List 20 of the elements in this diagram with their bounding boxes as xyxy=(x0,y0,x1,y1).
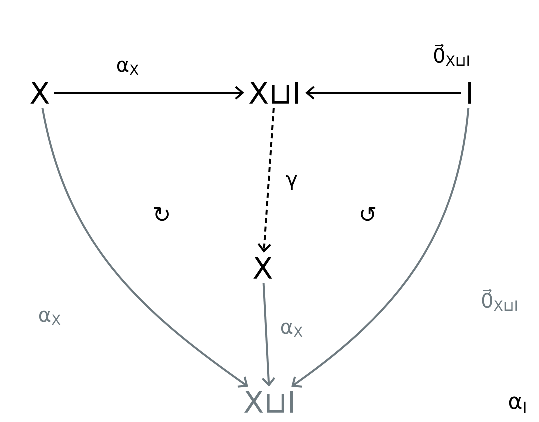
arrow xyxy=(42,108,248,388)
edge-label: 0⃗$_{X⊔I}$ xyxy=(432,43,472,67)
stray-label: α$_{I}$ xyxy=(509,396,526,414)
object-label: X⊔I xyxy=(244,391,294,413)
object-label: X xyxy=(254,257,272,279)
object-label: X⊔I xyxy=(250,82,298,104)
object-label: X xyxy=(30,82,50,104)
arrow xyxy=(306,86,462,100)
arrow xyxy=(258,108,275,253)
edge-label: α$_{X}$ xyxy=(37,310,63,326)
arrow xyxy=(54,86,244,100)
object-label: I xyxy=(468,82,472,104)
commutes-symbol: ↻ xyxy=(154,208,169,222)
edge-label: α$_{X}$ xyxy=(115,60,141,76)
commutes-symbol: ↺ xyxy=(361,208,376,222)
edge-label: 0⃗$_{X⊔I}$ xyxy=(480,288,520,312)
arrow xyxy=(262,283,276,387)
edge-label: α$_{X}$ xyxy=(279,322,305,338)
edge-label: γ xyxy=(285,174,299,192)
arrow xyxy=(292,108,470,388)
